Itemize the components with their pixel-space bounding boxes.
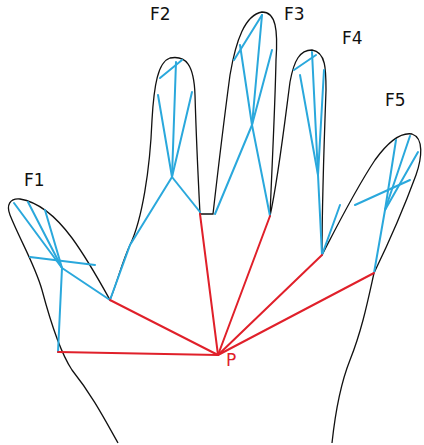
finger-label: F5: [385, 92, 406, 109]
finger-label: F1: [24, 172, 45, 189]
red-lines-to-p: [58, 214, 374, 355]
hand-outline: [8, 12, 420, 443]
finger-label: F3: [284, 6, 305, 23]
finger-skeleton: [14, 15, 418, 352]
finger-label: F2: [150, 6, 171, 23]
point-label: P: [226, 352, 236, 369]
finger-label: F4: [342, 30, 363, 47]
